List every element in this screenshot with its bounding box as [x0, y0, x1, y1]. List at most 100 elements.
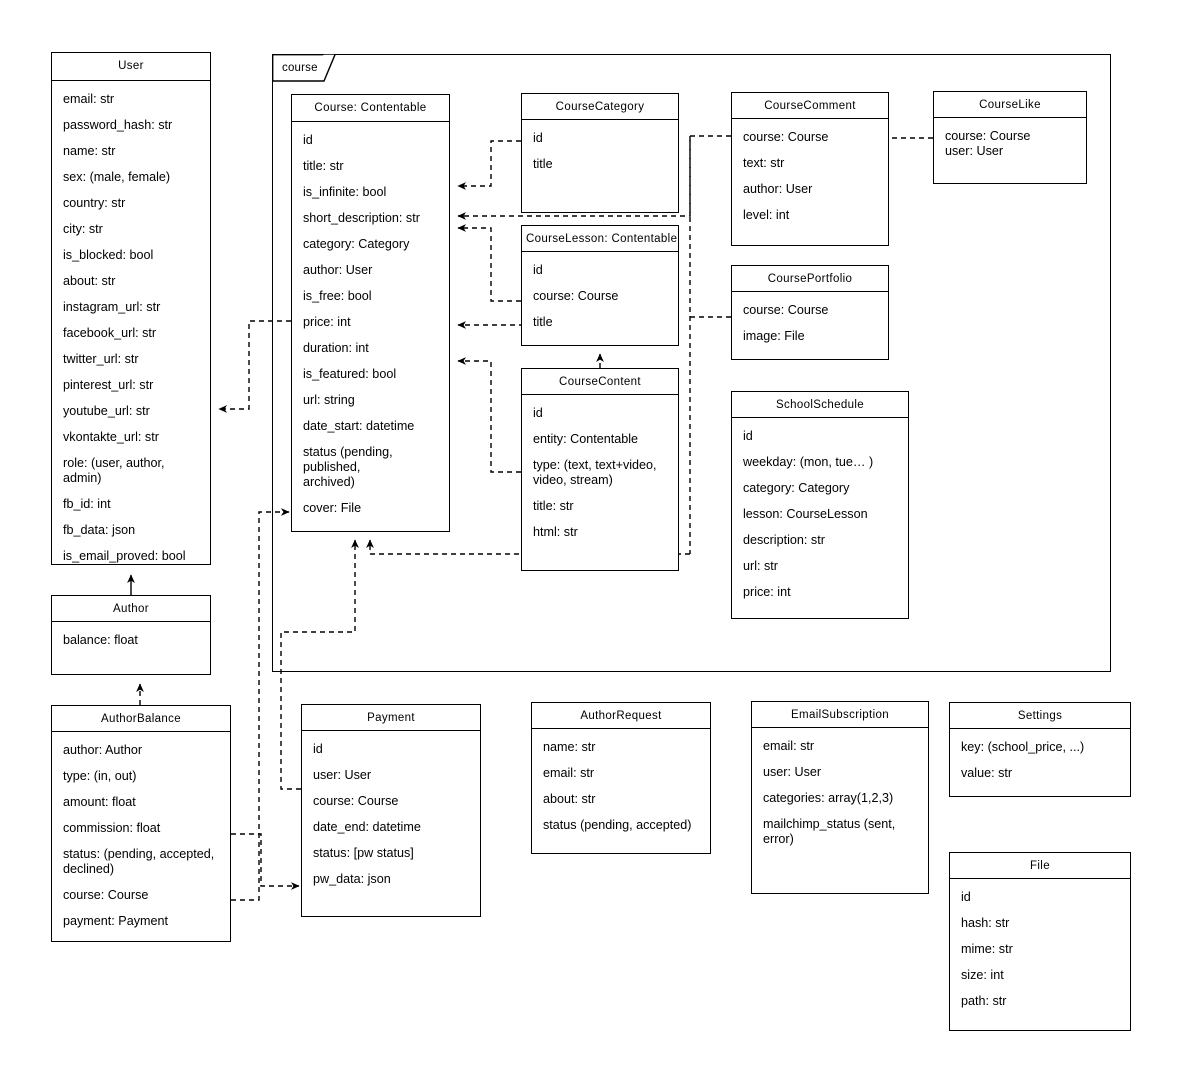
class-attrs-author-balance: author: Author type: (in, out) amount: flo…: [52, 732, 230, 939]
class-attr: role: (user, author, admin): [63, 456, 165, 485]
class-attr: status: [pw status]: [313, 846, 414, 860]
class-attr: mailchimp_status (sent, error): [763, 817, 896, 846]
class-attr: is_featured: bool: [303, 367, 397, 381]
class-box-author-balance[interactable]: AuthorBalance author: Author type: (in, ou…: [51, 705, 231, 942]
class-attr: category: Category: [303, 237, 410, 251]
class-attr: name: str: [63, 144, 116, 158]
class-attr: facebook_url: str: [63, 326, 157, 340]
class-attr: size: int: [961, 968, 1004, 982]
class-title-payment: Payment: [302, 705, 480, 731]
class-title-course-comment: CourseComment: [732, 93, 888, 119]
class-attr: status (pending, published, archived): [303, 445, 393, 489]
class-title-course-lesson: CourseLesson: Contentable: [522, 226, 678, 252]
class-attr: course: Course: [743, 130, 829, 144]
class-attr: user: User: [763, 765, 822, 779]
class-attr: course: Course user: User: [945, 129, 1031, 158]
class-attr: type: (in, out): [63, 769, 137, 783]
class-attr: price: int: [303, 315, 351, 329]
wire-authorbalance-to-payment: [231, 833, 300, 890]
class-box-settings[interactable]: Settings key: (school_price, ...) value: s…: [949, 702, 1131, 797]
class-title-file: File: [950, 853, 1130, 879]
class-attr: id: [961, 890, 971, 904]
class-attr: is_infinite: bool: [303, 185, 387, 199]
class-title-school-schedule: SchoolSchedule: [732, 392, 908, 418]
class-attr: pinterest_url: str: [63, 378, 154, 392]
class-attr: course: Course: [63, 888, 149, 902]
class-attr: fb_id: int: [63, 497, 111, 511]
class-box-course-portfolio[interactable]: CoursePortfolio course: Course image: File: [731, 265, 889, 360]
class-attr: id: [533, 263, 543, 277]
class-attr: email: str: [63, 92, 115, 106]
class-attr: image: File: [743, 329, 805, 343]
class-attr: course: Course: [743, 303, 829, 317]
class-attr: city: str: [63, 222, 103, 236]
class-attrs-course-lesson: id course: Course title: [522, 252, 678, 340]
class-title-user: User: [52, 53, 210, 81]
class-attr: url: str: [743, 559, 778, 573]
class-attr: price: int: [743, 585, 791, 599]
class-attr: description: str: [743, 533, 825, 547]
class-attr: title: [533, 315, 553, 329]
class-attr: date_end: datetime: [313, 820, 421, 834]
class-attr: twitter_url: str: [63, 352, 139, 366]
class-attr: user: User: [313, 768, 372, 782]
class-attr: id: [533, 131, 543, 145]
class-title-email-subscription: EmailSubscription: [752, 702, 928, 728]
class-attr: id: [533, 406, 543, 420]
class-attr: path: str: [961, 994, 1007, 1008]
class-attr: instagram_url: str: [63, 300, 161, 314]
package-course-label: course: [282, 62, 318, 74]
package-course-tab: [272, 54, 336, 82]
class-attr: is_free: bool: [303, 289, 372, 303]
class-attr: html: str: [533, 525, 578, 539]
class-attr: sex: (male, female): [63, 170, 171, 184]
class-attr: pw_data: json: [313, 872, 391, 886]
class-title-author-balance: AuthorBalance: [52, 706, 230, 732]
class-attr: email: str: [543, 766, 595, 780]
class-attr: weekday: (mon, tue… ): [743, 455, 874, 469]
class-attr: is_email_proved: bool: [63, 549, 186, 563]
class-attr: country: str: [63, 196, 126, 210]
class-attr: value: str: [961, 766, 1013, 780]
class-title-course-portfolio: CoursePortfolio: [732, 266, 888, 292]
class-attr: level: int: [743, 208, 790, 222]
class-attr: course: Course: [533, 289, 619, 303]
class-title-author: Author: [52, 596, 210, 622]
class-attr: id: [303, 133, 313, 147]
class-attr: cover: File: [303, 501, 362, 515]
class-title-settings: Settings: [950, 703, 1130, 729]
class-attr: id: [743, 429, 753, 443]
class-attr: amount: float: [63, 795, 136, 809]
class-attr: duration: int: [303, 341, 369, 355]
class-attr: commission: float: [63, 821, 161, 835]
class-box-course-lesson[interactable]: CourseLesson: Contentable id course: Cours…: [521, 225, 679, 346]
class-attr: author: Author: [63, 743, 143, 757]
class-attr: name: str: [543, 740, 596, 754]
class-attr: title: str: [533, 499, 574, 513]
class-attrs-course-portfolio: course: Course image: File: [732, 292, 888, 354]
class-attr: key: (school_price, ...): [961, 740, 1085, 754]
class-attr: entity: Contentable: [533, 432, 639, 446]
class-attr: date_start: datetime: [303, 419, 415, 433]
class-attr: url: string: [303, 393, 355, 407]
class-attr: author: User: [303, 263, 373, 277]
